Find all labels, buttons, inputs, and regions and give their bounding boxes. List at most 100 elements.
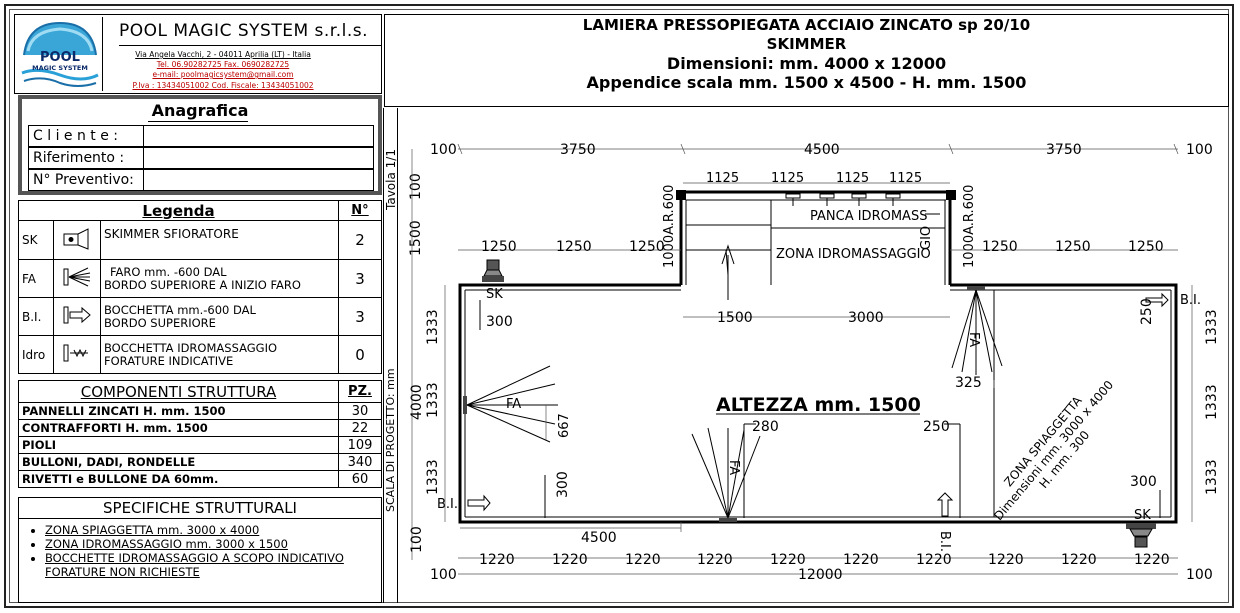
stair-dim: 1125 [771,171,804,186]
bottom-dim: 1220 [1061,552,1097,568]
anagrafica-underline [148,121,248,122]
bottom-dim: 1220 [697,552,733,568]
svg-text:MAGIC SYSTEM: MAGIC SYSTEM [32,64,88,72]
fa-label-bottom: FA [726,460,741,475]
right-vert-dim: 1333 [1204,459,1220,495]
top-dim: 4500 [804,142,840,158]
radius-right: 1000A.R.600 [962,185,977,268]
company-underline [119,45,381,46]
logo-graphic: POOL MAGIC SYSTEM [21,21,99,87]
company-vat: P.Iva : 13434051002 Cod. Fiscale: 134340… [132,81,314,90]
specifications-list: ZONA SPIAGGETTA mm. 3000 x 4000 ZONA IDR… [19,523,381,579]
right-vert-dim: 1333 [1204,309,1220,345]
bi-label-top-right: B.I. [1180,293,1201,308]
mid-dim: 1250 [629,239,665,255]
bottom-100-right: 100 [1186,567,1213,583]
dim-667: 667 [557,413,572,438]
skimmer-icon-bottom-right [1126,523,1156,548]
company-email: e-mail: poolmagicsystem@gmail.com [152,70,294,79]
title-block: LAMIERA PRESSOPIEGATA ACCIAIO ZINCATO sp… [384,14,1229,107]
idro-nozzles [785,193,940,215]
fa-label-left: FA [506,397,521,412]
gio-label: GIO [919,226,934,250]
stair-dim: 1125 [889,171,922,186]
bottom-100-left: 100 [430,567,457,583]
dim-1500: 1500 [717,310,753,326]
dim-300-top: 300 [486,314,513,330]
faro-icon-left [463,365,558,443]
dim-280: 280 [752,419,779,435]
anagrafica-row-riferimento[interactable]: Riferimento : [28,147,374,169]
stair-annex-wall [679,190,952,285]
left-vert-dim: 100 [409,526,425,553]
left-vert-dim-1500: 1500 [408,220,424,256]
right-vert-dim: 1333 [1204,384,1220,420]
left-vert-dim: 1333 [425,459,441,495]
dim-300-right: 300 [1130,474,1157,490]
legend-code: Idro [18,335,54,374]
bottom-dim: 1220 [916,552,952,568]
dim-325: 325 [955,375,982,391]
bottom-dim: 1220 [625,552,661,568]
anagrafica-row-preventivo[interactable]: N° Preventivo: [28,169,374,191]
left-vert-dim: 1333 [425,382,441,418]
bi-icon-top-right [1145,292,1169,308]
mid-dim: 1250 [1128,239,1164,255]
components-table: COMPONENTI STRUTTURA PZ. PANNELLI ZINCAT… [18,380,382,488]
side-strip [383,108,398,603]
outer-frame [4,4,1234,608]
company-address: Via Angela Vacchi, 2 - 04011 Aprilia (LT… [135,50,311,59]
dim-250-mid: 250 [923,419,950,435]
company-phone: Tel. 06.90282725 Fax. 0690282725 [156,60,290,69]
spec-item: FORATURE NON RICHIESTE [45,565,200,579]
title-line3: Dimensioni: mm. 4000 x 12000 [666,54,947,73]
specifications-box: SPECIFICHE STRUTTURALI ZONA SPIAGGETTA m… [18,497,382,603]
faro-icon [53,259,101,298]
bi-label-bottom-left: B.I. [437,497,458,512]
company-name: POOL MAGIC SYSTEM s.r.l.s. [119,21,368,41]
top-dim: 100 [430,142,457,158]
dim-4500-bottom: 4500 [581,530,617,546]
left-vert-dim: 1333 [425,309,441,345]
left-vert-dim-top100: 100 [408,173,424,200]
company-header: POOL MAGIC SYSTEM POOL MAGIC SYSTEM s.r.… [14,14,382,94]
legend-table: Legenda N° SK SKIMMER SFIORATORE 2 FA FA… [18,200,382,374]
bottom-dim: 1220 [479,552,515,568]
legend-code: B.I. [18,297,54,336]
spec-item: ZONA SPIAGGETTA mm. 3000 x 4000 [45,523,381,537]
components-count-header: PZ. [338,380,382,403]
faro-icon-top-right [951,286,1003,375]
spiaggetta-text: ZONA SPIAGGETTA Dimensioni mm. 3000 x 40… [991,378,1116,523]
faro-icon-bottom [691,427,761,522]
skimmer-icon [53,220,101,260]
total-dim: 12000 [798,567,843,583]
svg-text:POOL: POOL [40,50,80,65]
mid-dim: 1250 [982,239,1018,255]
bottom-dim: 1220 [988,552,1024,568]
title-line4: Appendice scala mm. 1500 x 4500 - H. mm.… [586,73,1027,92]
bottom-dim: 1220 [552,552,588,568]
anagrafica-label: N° Preventivo: [33,172,134,188]
anagrafica-label: Riferimento : [33,150,125,166]
stair-dim: 1125 [706,171,739,186]
legend-count: 3 [338,297,382,336]
spec-item: BOCCHETTE IDROMASSAGGIO A SCOPO INDICATI… [45,551,381,565]
top-dim: 100 [1186,142,1213,158]
dim-250-right: 250 [1139,298,1155,325]
legend-count: 0 [338,335,382,374]
bottom-dim: 1220 [1134,552,1170,568]
top-dim: 3750 [1046,142,1082,158]
anagrafica-row-cliente[interactable]: C l i e n t e : [28,125,374,147]
svg-text:Dimensioni mm. 3000 x 4000: Dimensioni mm. 3000 x 4000 [991,378,1116,523]
dim-300-bottom: 300 [555,471,571,498]
company-logo: POOL MAGIC SYSTEM [18,17,103,91]
mid-dim: 1250 [556,239,592,255]
